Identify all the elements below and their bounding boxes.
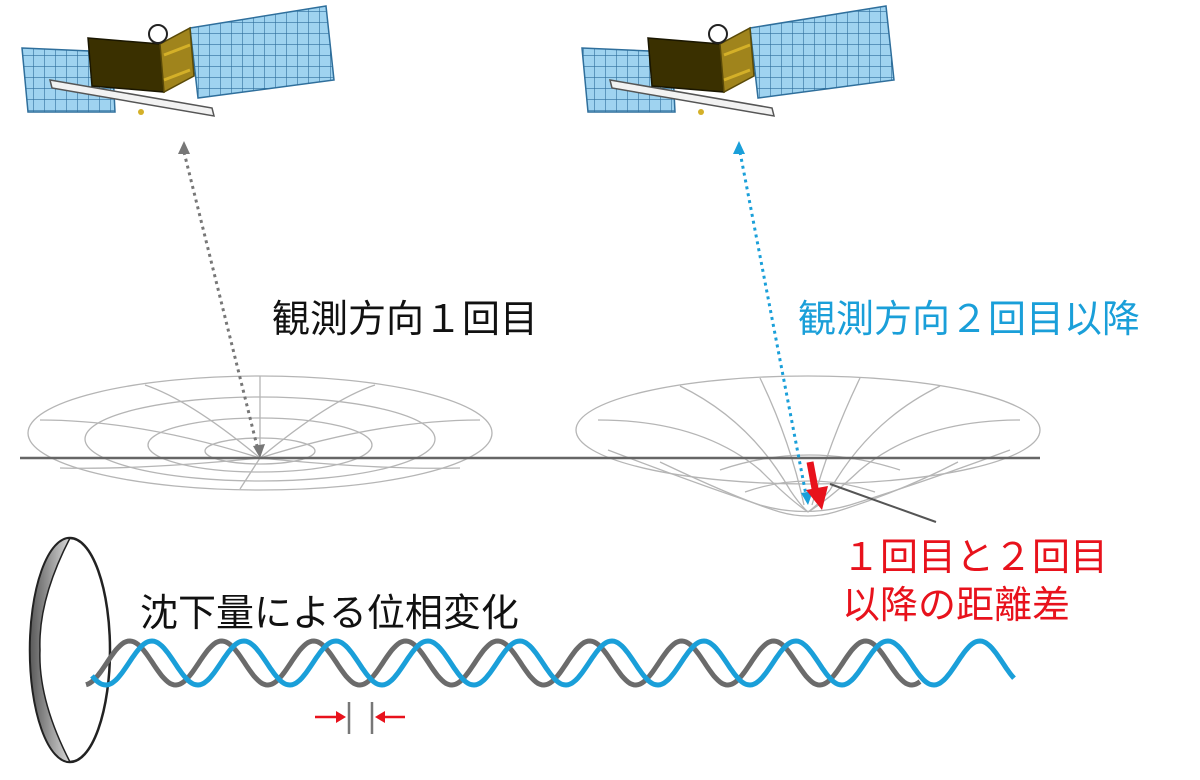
wave-after-subsidence <box>90 638 1016 688</box>
satellite-body <box>647 37 725 93</box>
line-of-sight-1 <box>178 141 265 458</box>
solar-panel-right <box>189 5 335 99</box>
distance-difference-label-line2: 以降の距離差 <box>842 583 1071 627</box>
satellite-1-icon <box>21 5 335 117</box>
sar-antenna-plate <box>48 79 216 117</box>
antenna-dish-icon <box>28 536 112 764</box>
subsidence-arrow-icon <box>806 461 828 510</box>
first-observation-label: 観測方向１回目 <box>272 297 539 341</box>
satellite-2-icon <box>581 5 895 117</box>
solar-panel-right <box>749 5 895 99</box>
phase-change-label: 沈下量による位相変化 <box>140 591 519 635</box>
ground-surface-subsided <box>575 375 1041 517</box>
wave-before-subsidence <box>85 638 922 688</box>
ground-surface-flat <box>27 375 493 491</box>
distance-difference-label-line1: １回目と２回目 <box>842 535 1109 579</box>
second-observation-label: 観測方向２回目以降 <box>798 297 1141 341</box>
sar-antenna-plate <box>608 79 776 117</box>
phase-shift-marker <box>315 702 405 734</box>
satellite-body <box>87 37 165 93</box>
distance-leader-line <box>829 483 937 523</box>
